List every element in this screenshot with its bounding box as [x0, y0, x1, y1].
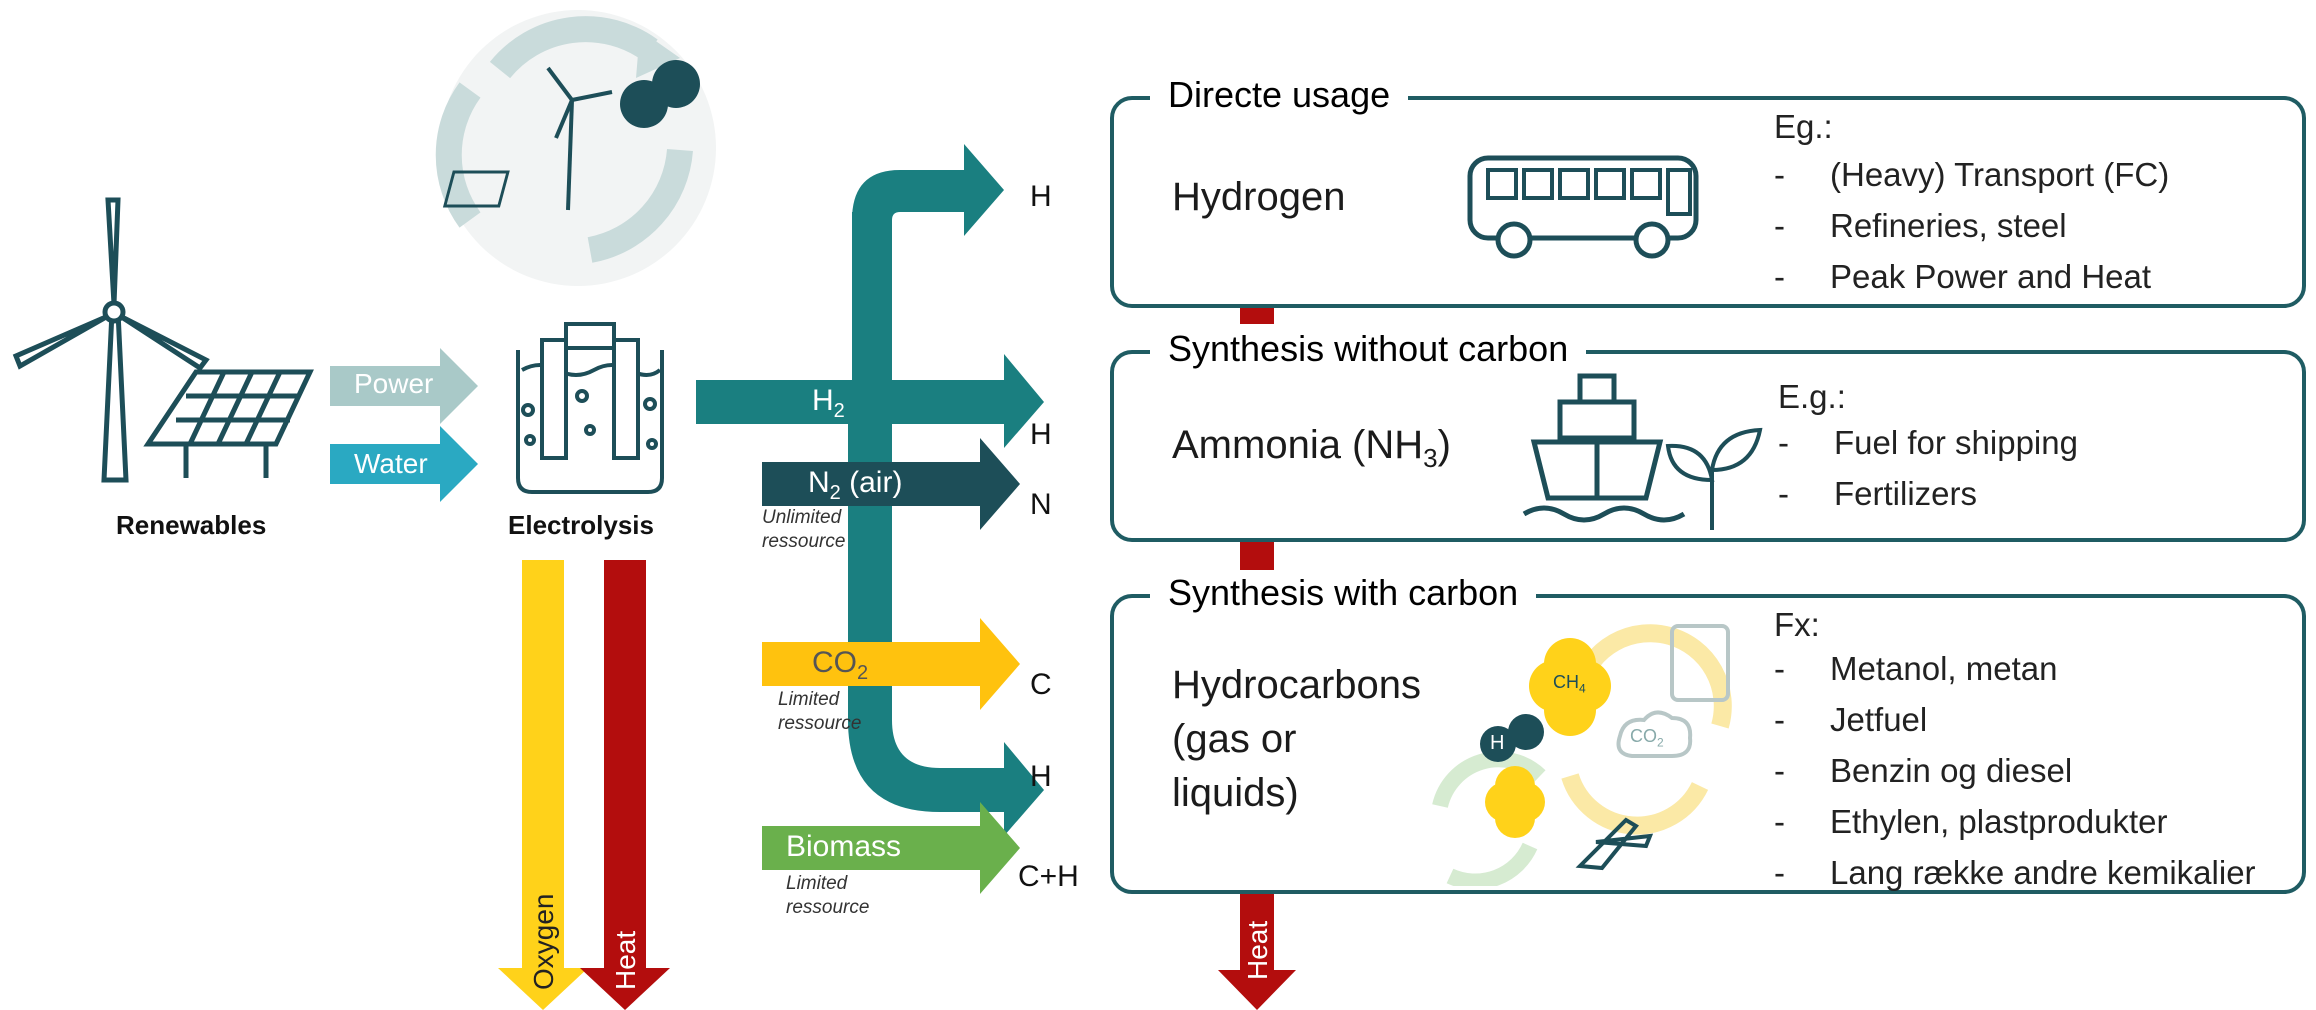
list-item: -Fuel for shipping — [1778, 424, 2078, 461]
hydrocarbon-cycle-icon — [1432, 624, 1732, 886]
plant-icon — [1665, 427, 1763, 530]
oxygen-label: Oxygen — [528, 893, 559, 991]
synthesis-without-carbon-box — [1110, 350, 2306, 542]
list-item: -Fertilizers — [1778, 475, 1978, 512]
renewable-hydrogen-cycle-icon — [435, 10, 716, 286]
box2-examples-head: E.g.: — [1778, 378, 1846, 415]
element-c: C — [1030, 668, 1052, 701]
co2-note: Limited ressource — [778, 689, 862, 734]
element-n: N — [1030, 488, 1052, 521]
list-item: -(Heavy) Transport (FC) — [1774, 156, 2170, 193]
power-label: Power — [354, 368, 434, 399]
electrolysis-label: Electrolysis — [508, 510, 654, 540]
hydrogen-label: Hydrogen — [1172, 175, 1346, 219]
synthesis-with-carbon-title: Synthesis with carbon — [1150, 572, 1537, 614]
water-arrow — [330, 426, 478, 502]
synthesis-without-carbon-title: Synthesis without carbon — [1150, 328, 1587, 370]
co2-label: CO2 — [812, 646, 869, 684]
hydrocarbons-label: Hydrocarbons (gas or liquids) — [1172, 663, 1422, 815]
box1-examples: -(Heavy) Transport (FC) -Refineries, ste… — [1774, 156, 2169, 309]
heat-arrow — [580, 560, 670, 1010]
solar-panel-icon — [143, 369, 314, 478]
bus-icon — [1467, 155, 1699, 259]
box1-examples-head: Eg.: — [1774, 108, 1833, 145]
ammonia-label: Ammonia (NH3) — [1172, 423, 1451, 473]
ch4-text: CH4 — [1553, 672, 1586, 696]
box2-examples: -Fuel for shipping -Fertilizers — [1778, 424, 2078, 526]
list-item: -Ethylen, plastprodukter — [1774, 803, 2168, 840]
heat-right-label: Heat — [1242, 920, 1273, 980]
heat-connector-2 — [1240, 540, 1274, 570]
element-h: H — [1030, 418, 1052, 451]
synthesis-with-carbon-box — [1110, 594, 2306, 894]
n2-arrow — [762, 438, 1020, 530]
directe-usage-title: Directe usage — [1150, 74, 1409, 116]
ship-icon — [1522, 373, 1686, 523]
element-h-bottom: H — [1030, 760, 1052, 793]
element-ch: C+H — [1018, 860, 1079, 893]
directe-usage-box — [1110, 96, 2306, 308]
box3-examples: -Metanol, metan -Jetfuel -Benzin og dies… — [1774, 650, 2256, 905]
power-arrow — [330, 348, 478, 424]
water-label: Water — [354, 448, 428, 479]
h-atom-text: H — [1490, 732, 1505, 754]
oxygen-arrow — [498, 560, 588, 1010]
list-item: -Refineries, steel — [1774, 207, 2067, 244]
biomass-label: Biomass — [786, 830, 902, 863]
list-item: -Benzin og diesel — [1774, 752, 2073, 789]
co2-arrow — [762, 618, 1020, 710]
box3-examples-head: Fx: — [1774, 606, 1820, 643]
renewables-label: Renewables — [116, 510, 267, 540]
element-h-top: H — [1030, 180, 1052, 213]
list-item: -Lang række andre kemikalier — [1774, 854, 2256, 891]
biomass-arrow — [762, 802, 1020, 894]
h2-label: H2 — [812, 384, 845, 422]
co2-cloud-text: CO2 — [1630, 726, 1664, 750]
heat-label: Heat — [610, 930, 641, 990]
heat-right-arrow — [1218, 886, 1296, 1010]
list-item: -Jetfuel — [1774, 701, 1928, 738]
list-item: -Peak Power and Heat — [1774, 258, 2152, 295]
list-item: -Metanol, metan — [1774, 650, 2058, 687]
electrolysis-icon — [516, 322, 664, 494]
wind-turbine-icon — [12, 197, 210, 483]
n2-label: N2 (air) — [808, 466, 903, 504]
n2-note: Unlimited ressource — [762, 507, 846, 552]
biomass-note: Limited ressource — [786, 873, 870, 918]
